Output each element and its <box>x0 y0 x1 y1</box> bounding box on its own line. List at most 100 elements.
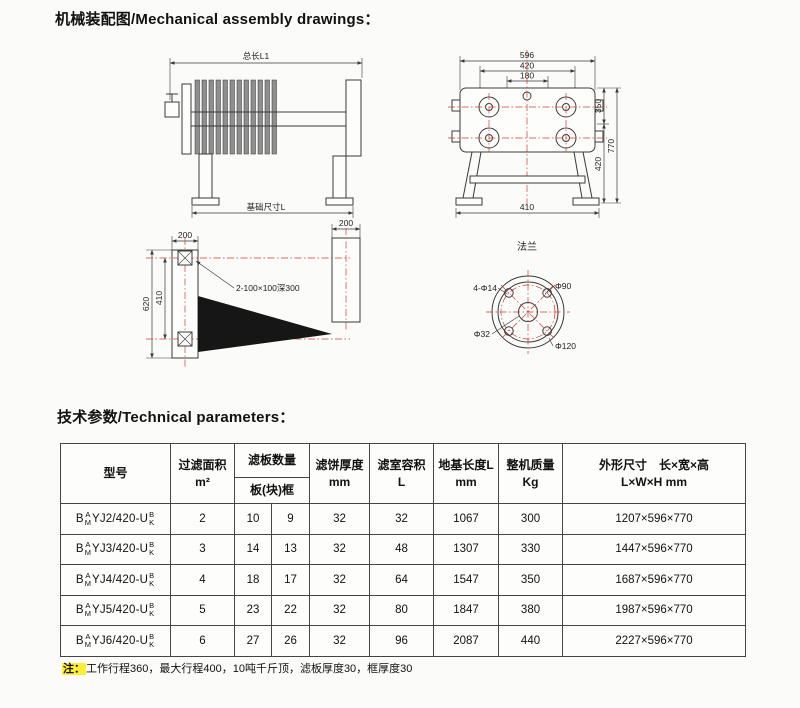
weight-cell: 330 <box>498 533 564 565</box>
dim-foundation-length: 基础尺寸L <box>247 202 286 212</box>
end-plate-body <box>459 87 596 153</box>
header-plate-frame-sub: 板(块)框 <box>233 477 311 504</box>
header-chamber-volume: 滤室容积 L <box>369 443 435 504</box>
chamber-volume-cell: 32 <box>369 503 435 535</box>
header-line: mm <box>455 474 477 489</box>
fixed-head <box>345 79 362 157</box>
overall-dims-cell: 1447×596×770 <box>562 533 747 565</box>
weight-cell: 350 <box>498 564 564 596</box>
foundation-view-drawing: 200 200 620 410 2-100×100深300 <box>141 218 361 368</box>
plate-count-cell: 10 <box>234 503 272 535</box>
weight-cell: 300 <box>498 503 564 535</box>
bolt-hole <box>504 288 514 298</box>
frame-count-cell: 22 <box>270 594 311 626</box>
bolt-hole <box>504 326 514 336</box>
overall-dims-cell: 1687×596×770 <box>562 564 747 596</box>
header-cake-thickness: 滤饼厚度 mm <box>309 443 371 504</box>
filter-area-cell: 5 <box>170 594 235 626</box>
frame-count-cell: 13 <box>270 533 311 565</box>
header-overall-dims: 外形尺寸 长×宽×高 L×W×H mm <box>562 443 747 504</box>
cake-thickness-cell: 32 <box>309 625 371 657</box>
section-wedge <box>198 296 332 352</box>
side-view-drawing: 总长L1 基础尺寸L <box>164 51 363 218</box>
foundation-length-cell: 1547 <box>433 564 500 596</box>
header-line: 地基长度L <box>438 458 494 473</box>
frame-count-cell: 26 <box>270 625 311 657</box>
end-view-drawing: 596 420 180 <box>448 50 621 218</box>
bolt-hole <box>542 288 552 298</box>
filter-area-cell: 3 <box>170 533 235 565</box>
foundation-length-cell: 2087 <box>433 625 500 657</box>
header-line: 过滤面积 <box>178 458 227 473</box>
header-filter-area: 过滤面积 m² <box>170 443 235 504</box>
anchor-pocket <box>177 250 193 266</box>
dim-bolt-circle: Φ90 <box>555 281 572 291</box>
cake-thickness-cell: 32 <box>309 503 371 535</box>
dim-410-base: 410 <box>520 202 534 212</box>
dim-total-length: 总长L1 <box>243 51 270 61</box>
header-line: 外形尺寸 长×宽×高 <box>599 458 710 473</box>
plate-pack <box>194 79 277 155</box>
flange-view-drawing: 法兰 4-Φ14 Φ90 Φ32 Φ120 <box>473 240 576 354</box>
chamber-volume-cell: 48 <box>369 533 435 565</box>
overall-dims-cell: 1987×596×770 <box>562 594 747 626</box>
bolt-hole <box>542 326 552 336</box>
jack <box>164 101 180 118</box>
leg-crossbar <box>469 175 586 184</box>
dim-180: 180 <box>520 71 534 81</box>
header-line: 滤饼厚度 <box>315 458 364 473</box>
dim-200-right: 200 <box>339 218 353 228</box>
anchor-pocket <box>177 331 193 347</box>
assembly-drawings: 总长L1 基础尺寸L <box>141 50 621 368</box>
header-line: m² <box>195 474 210 489</box>
dim-outer: Φ120 <box>555 341 576 351</box>
table-note: 注：工作行程360，最大行程400，10吨千斤顶，滤板厚度30，框厚度30 <box>62 660 412 676</box>
drawings-section-title: 机械装配图/Mechanical assembly drawings： <box>55 11 380 28</box>
anchor-pocket-note: 2-100×100深300 <box>236 283 300 293</box>
movable-head <box>181 83 192 155</box>
parameters-section-title: 技术参数/Technical parameters： <box>57 409 295 426</box>
header-foundation-length: 地基长度L mm <box>433 443 500 504</box>
weight-cell: 440 <box>498 625 564 657</box>
dim-bore: Φ32 <box>474 329 491 339</box>
frame-count-cell: 9 <box>270 503 311 535</box>
note-label: 注： <box>62 663 86 675</box>
header-line: 整机质量 <box>506 458 555 473</box>
header-line: L×W×H mm <box>621 474 688 489</box>
left-leg <box>198 153 213 199</box>
technical-parameters-table: 型号 过滤面积 m² 滤板数量 滤饼厚度 mm 滤室容积 L 地基长度L mm … <box>60 443 747 657</box>
plate-count-cell: 23 <box>234 594 272 626</box>
right-leg <box>332 155 347 199</box>
overall-dims-cell: 1207×596×770 <box>562 503 747 535</box>
header-line: 滤室容积 <box>377 458 426 473</box>
filter-area-cell: 2 <box>170 503 235 535</box>
plate-count-cell: 27 <box>234 625 272 657</box>
filter-area-cell: 6 <box>170 625 235 657</box>
header-line: L <box>397 474 406 489</box>
dim-620: 620 <box>141 297 151 311</box>
cake-thickness-cell: 32 <box>309 594 371 626</box>
filter-area-cell: 4 <box>170 564 235 596</box>
weight-cell: 380 <box>498 594 564 626</box>
dim-350: 350 <box>593 99 603 113</box>
cake-thickness-cell: 32 <box>309 564 371 596</box>
dim-200-left: 200 <box>178 230 192 240</box>
header-plate-count: 滤板数量 <box>233 443 311 478</box>
chamber-volume-cell: 80 <box>369 594 435 626</box>
